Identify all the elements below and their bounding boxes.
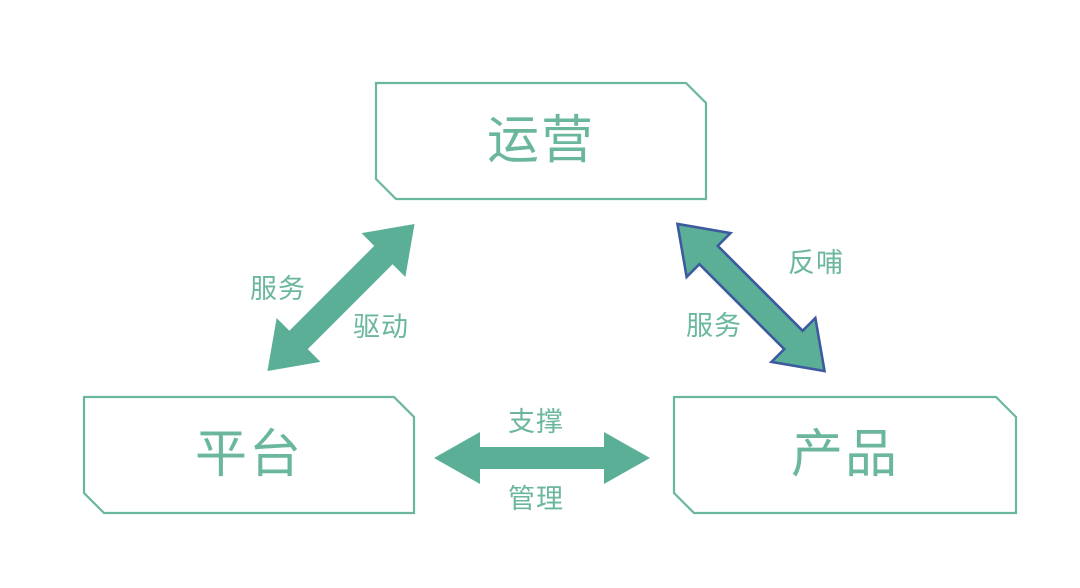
node-shape-operations[interactable] [374, 81, 708, 201]
node-label-operations: 运营 [486, 112, 595, 170]
edge-arrow-platform-product-shape[interactable] [434, 432, 650, 484]
edge-label-operations-product-secondary: 服务 [686, 311, 742, 341]
node-platform[interactable]: 平台 [84, 397, 414, 513]
node-operations[interactable]: 运营 [376, 83, 706, 199]
node-product[interactable]: 产品 [674, 397, 1016, 513]
edge-label-operations-product-primary: 反哺 [788, 248, 844, 278]
node-label-platform: 平台 [194, 426, 303, 484]
edge-label-platform-product-secondary: 管理 [508, 484, 564, 514]
edge-arrow-operations-product-shape[interactable] [656, 202, 847, 393]
edge-label-platform-operations-secondary: 驱动 [353, 312, 409, 342]
edge-arrow-platform-operations-shape[interactable] [246, 202, 437, 393]
node-label-product: 产品 [790, 426, 899, 484]
node-shape-product[interactable] [672, 395, 1018, 515]
edge-label-platform-product-primary: 支撑 [508, 407, 564, 437]
node-shape-platform[interactable] [82, 395, 416, 515]
edge-label-platform-operations-primary: 服务 [250, 274, 306, 304]
